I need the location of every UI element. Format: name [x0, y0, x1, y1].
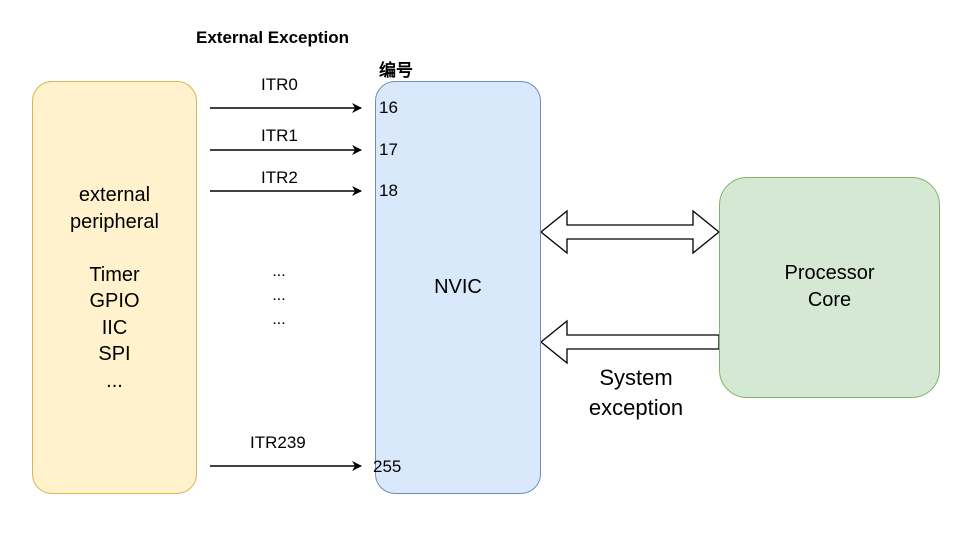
system-exception-arrow [539, 319, 720, 365]
processor-core-box [719, 177, 940, 398]
peripheral-label: external peripheral Timer GPIO IIC SPI .… [32, 182, 197, 394]
irq-number-18: 18 [379, 181, 398, 200]
irq-number-17: 17 [379, 140, 398, 159]
core-line1: Processor [784, 262, 875, 284]
peripheral-line2: peripheral [70, 210, 159, 233]
bidirectional-arrow [539, 209, 721, 255]
ellipsis-3: ... [272, 311, 286, 328]
itr0-label: ITR0 [261, 75, 298, 94]
number-heading: 编号 [379, 61, 413, 80]
ellipsis-list: ... ... ... [259, 260, 299, 332]
core-line2: Core [807, 288, 852, 311]
system-exception-label: System exception [566, 363, 706, 423]
ellipsis-1: ... [272, 263, 286, 280]
itr2-label: ITR2 [261, 168, 298, 187]
peripheral-item-gpio: GPIO [89, 290, 140, 312]
peripheral-item-iic: IIC [101, 316, 128, 339]
core-label: Processor Core [719, 260, 940, 313]
external-peripheral-box [32, 81, 197, 494]
itr1-label: ITR1 [261, 126, 298, 145]
nvic-label: NVIC [434, 276, 482, 298]
irq-number-255: 255 [373, 457, 402, 476]
nvic-box [375, 81, 541, 494]
irq-number-16: 16 [379, 98, 398, 117]
system-exception-line2: exception [588, 395, 684, 420]
itr239-label: ITR239 [250, 433, 306, 452]
peripheral-item-ellipsis: ... [106, 369, 123, 392]
peripheral-item-spi: SPI [98, 343, 131, 365]
peripheral-line1: external [78, 184, 151, 206]
external-exception-title: External Exception [196, 28, 350, 47]
ellipsis-2: ... [272, 287, 286, 304]
peripheral-item-timer: Timer [89, 263, 140, 286]
system-exception-line1: System [599, 365, 673, 390]
